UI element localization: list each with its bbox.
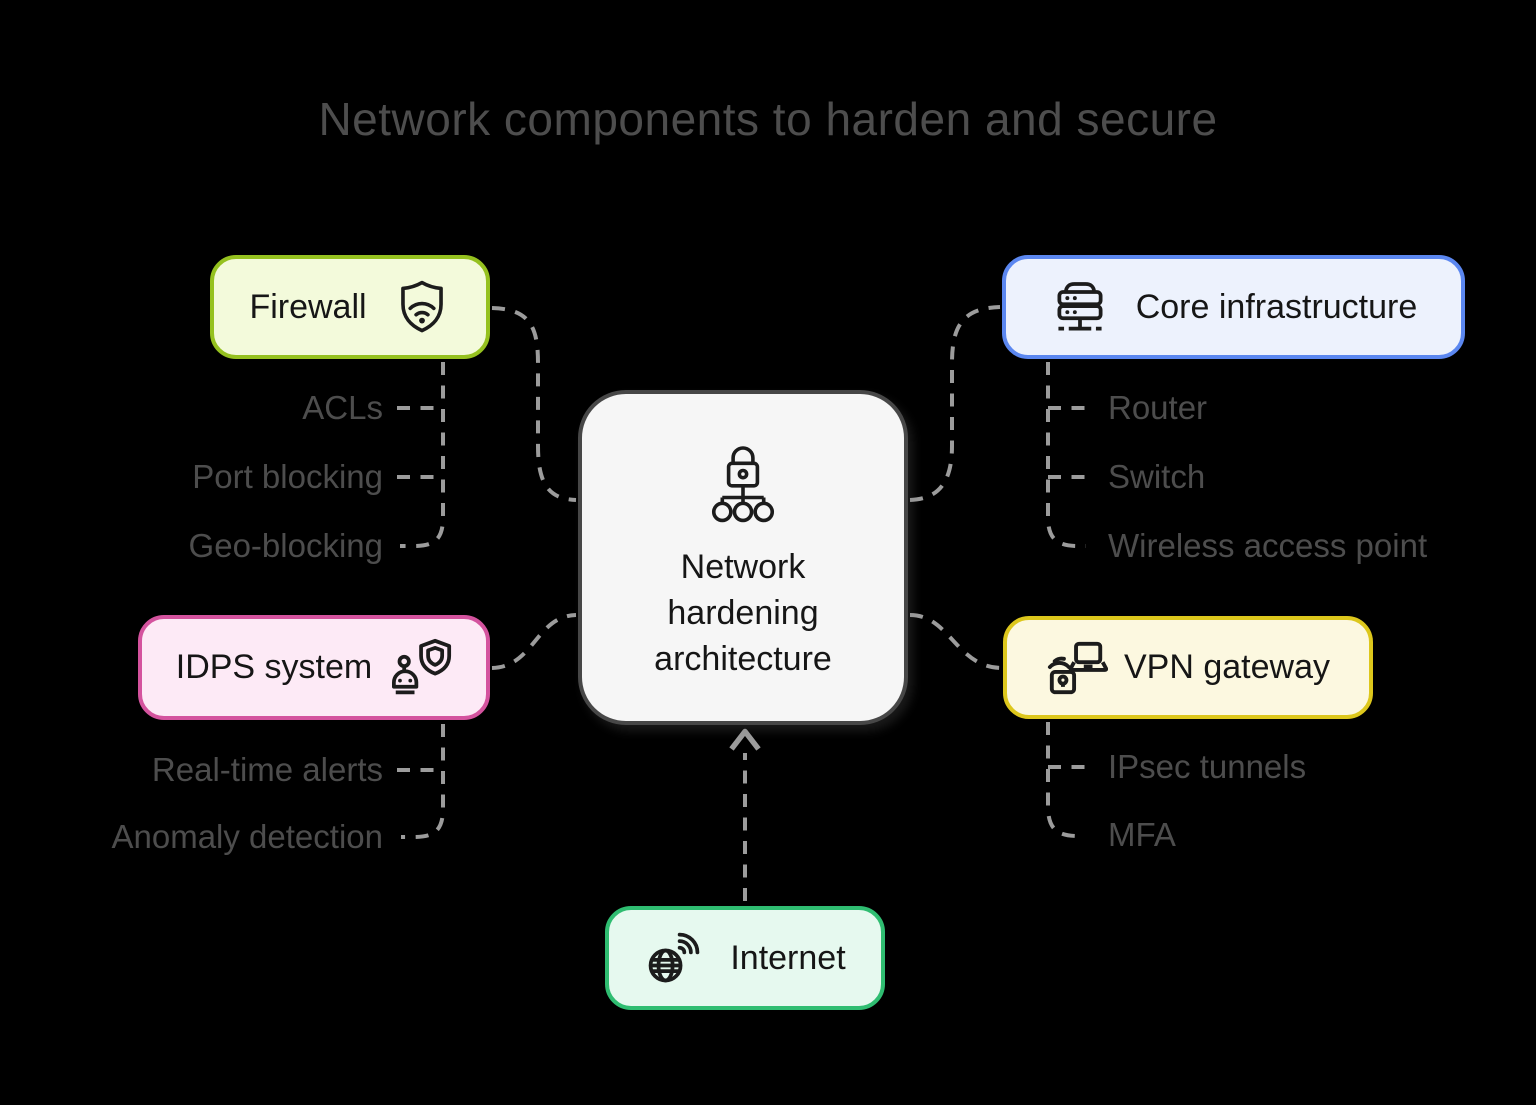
leaf-wireless-access-point: Wireless access point: [1108, 527, 1428, 564]
internet-label: Internet: [730, 938, 846, 977]
leaf-mfa: MFA: [1108, 816, 1176, 853]
leaf-router: Router: [1108, 389, 1208, 426]
bot-shield-icon: [392, 638, 452, 694]
node-core-infrastructure[interactable]: Core infrastructure: [1002, 255, 1465, 359]
node-idps-system[interactable]: IDPS system: [138, 615, 490, 720]
leaf-ipsec-tunnels: IPsec tunnels: [1108, 748, 1307, 785]
node-firewall[interactable]: Firewall: [210, 255, 490, 359]
core-infrastructure-label: Core infrastructure: [1135, 287, 1418, 326]
node-internet[interactable]: Internet: [605, 906, 885, 1010]
node-network-hardening-architecture[interactable]: Network hardening architecture: [578, 390, 908, 725]
lock-laptop-icon: [1047, 641, 1108, 694]
server-rack-icon: [1057, 282, 1103, 331]
leaf-port-blocking: Port blocking: [192, 458, 383, 495]
diagram-title: Network components to harden and secure: [318, 93, 1218, 145]
leaf-acls: ACLs: [302, 389, 383, 426]
leaf-switch: Switch: [1108, 458, 1206, 495]
leaf-geo-blocking: Geo-blocking: [188, 527, 383, 564]
firewall-label: Firewall: [249, 287, 367, 326]
node-vpn-gateway[interactable]: VPN gateway: [1003, 616, 1373, 719]
vpn-gateway-label: VPN gateway: [1124, 648, 1330, 686]
lock-network-icon: [711, 446, 775, 523]
leaf-anomaly-detection: Anomaly detection: [111, 818, 384, 855]
idps-system-label: IDPS system: [175, 648, 373, 686]
center-node-label: Network hardening architecture: [654, 548, 832, 678]
shield-wifi-icon: [400, 280, 443, 333]
leaf-real-time-alerts: Real-time alerts: [151, 751, 383, 788]
globe-signal-icon: [649, 932, 700, 983]
